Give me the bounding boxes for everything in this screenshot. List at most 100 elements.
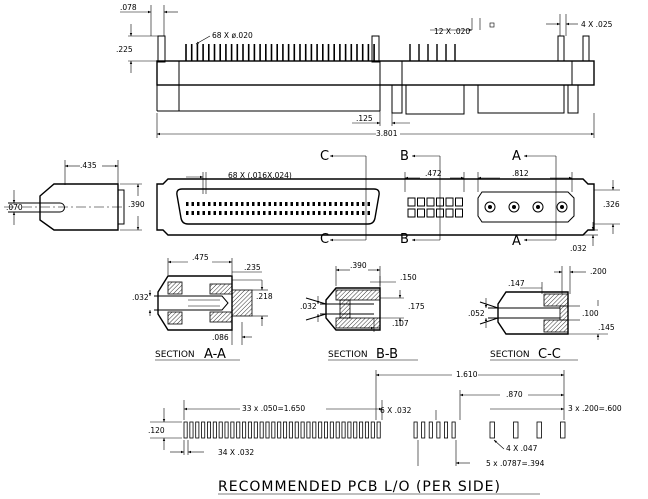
pad	[489, 421, 495, 439]
contact	[307, 211, 310, 215]
dim-812: .812	[512, 169, 529, 178]
pad	[247, 421, 252, 439]
pins-68	[185, 44, 375, 61]
pcb-pads-6	[413, 421, 456, 439]
pad	[236, 421, 241, 439]
pad	[265, 421, 270, 439]
pad	[413, 421, 418, 439]
pcb-dim-120: .120	[148, 426, 165, 435]
aa-d032: .032	[132, 293, 149, 302]
signal-contacts-12	[407, 197, 463, 218]
contact	[323, 211, 326, 215]
aa-title: SECTION	[155, 350, 195, 360]
contact	[362, 202, 365, 206]
top-view: .078 .225 68 X ø.020 12 X	[116, 3, 613, 138]
contact	[263, 202, 266, 206]
bb-title: SECTION	[328, 350, 368, 360]
power-contacts	[484, 201, 568, 213]
bb-d032: .032	[300, 302, 317, 311]
pad	[318, 421, 323, 439]
pad	[451, 421, 456, 439]
cc-d145: .145	[598, 323, 615, 332]
contact	[285, 202, 288, 206]
contact	[241, 211, 244, 215]
pins-12-label: 12 X .020	[434, 27, 470, 36]
section-b-bottom: B	[400, 232, 409, 247]
pins-4-label: 4 X .025	[581, 20, 613, 29]
pad	[195, 421, 200, 439]
signal-square	[417, 208, 425, 218]
section-a-top: A	[512, 149, 521, 164]
contact	[329, 202, 332, 206]
pad	[201, 421, 206, 439]
contact	[367, 202, 370, 206]
front-view: 68 X (.016X.024) .472 .812 .326	[156, 149, 620, 253]
cc-d200: .200	[590, 267, 607, 276]
contact	[208, 202, 211, 206]
pad	[288, 421, 293, 439]
contact	[356, 211, 359, 215]
dim-435: .435	[80, 161, 97, 170]
pad	[364, 421, 369, 439]
contact	[191, 211, 194, 215]
contact	[213, 202, 216, 206]
dim-390: .390	[128, 200, 145, 209]
contact	[290, 211, 293, 215]
contact	[274, 211, 277, 215]
contact	[334, 202, 337, 206]
contact	[312, 211, 315, 215]
contact	[197, 211, 200, 215]
pad	[560, 421, 566, 439]
pad	[323, 421, 328, 439]
contact	[351, 211, 354, 215]
pad	[300, 421, 305, 439]
contact	[208, 211, 211, 215]
cc-title: SECTION	[490, 350, 530, 360]
section-aa: .475 .235 .032 .218 .086 SECTION A-A	[132, 253, 273, 362]
pad	[353, 421, 358, 439]
contact	[213, 211, 216, 215]
pad	[428, 421, 433, 439]
contact	[356, 202, 359, 206]
contact	[279, 202, 282, 206]
section-bb: .390 .150 .032 .175 .107 SECTION B-B	[300, 261, 425, 362]
aa-d086: .086	[212, 333, 229, 342]
contact	[329, 211, 332, 215]
pad	[341, 421, 346, 439]
pcb-four-label: 4 X .047	[506, 444, 538, 453]
contact	[318, 202, 321, 206]
contact	[301, 211, 304, 215]
cc-d052: .052	[468, 309, 485, 318]
pad	[536, 421, 542, 439]
signal-square	[426, 197, 435, 207]
pins-12	[409, 44, 456, 61]
pad	[359, 421, 364, 439]
contact	[367, 211, 370, 215]
pin-row	[157, 35, 380, 63]
contact	[241, 202, 244, 206]
side-body	[39, 183, 119, 231]
d-shell	[176, 188, 380, 225]
pad	[306, 421, 311, 439]
contact	[285, 211, 288, 215]
contact	[224, 202, 227, 206]
contact	[268, 211, 271, 215]
contact	[268, 202, 271, 206]
signal-square	[445, 197, 454, 207]
contact	[257, 211, 260, 215]
contact	[219, 211, 222, 215]
contact	[323, 202, 326, 206]
pcb-pads-34	[183, 421, 381, 439]
pad	[283, 421, 288, 439]
section-c-top: C	[320, 149, 329, 164]
pad	[253, 421, 258, 439]
contact	[252, 202, 255, 206]
pad	[218, 421, 223, 439]
signal-square	[445, 208, 454, 218]
contacts-label: 68 X (.016X.024)	[228, 171, 292, 180]
cc-d100: .100	[582, 309, 599, 318]
signal-square	[407, 208, 416, 218]
front-body	[156, 178, 595, 236]
dim-472: .472	[425, 169, 442, 178]
signal-square	[426, 208, 435, 218]
